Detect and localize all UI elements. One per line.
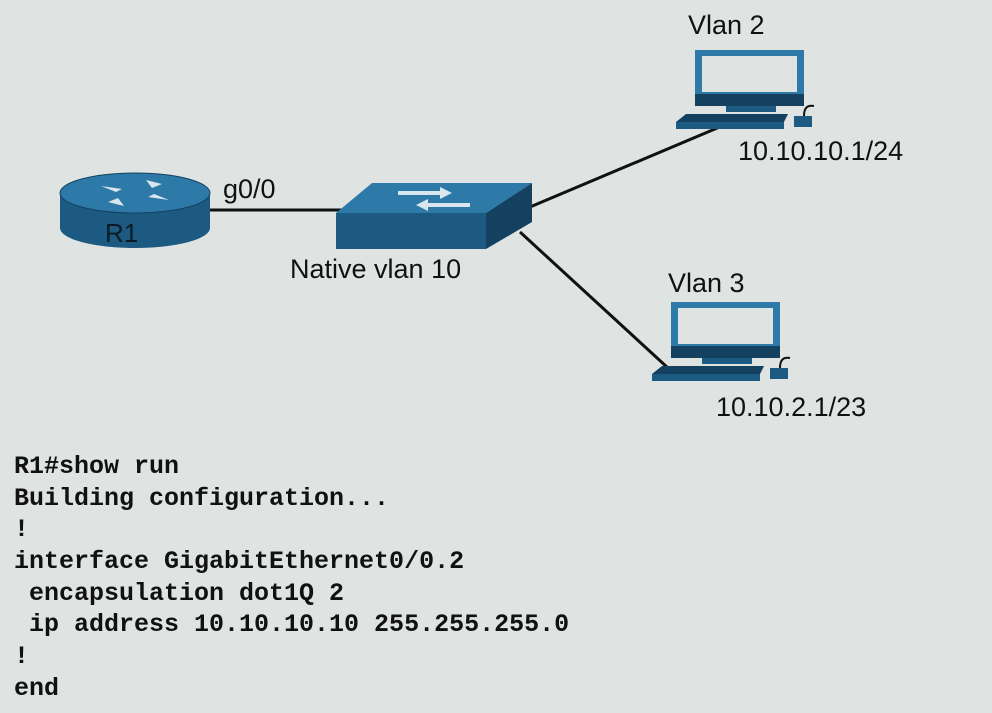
- switch-native-vlan-label: Native vlan 10: [290, 254, 462, 284]
- cli-config-output: R1#show run Building configuration... ! …: [14, 451, 569, 705]
- vlan2-ip-address: 10.10.10.1/24: [738, 136, 904, 166]
- cli-line: ip address 10.10.10.10 255.255.255.0: [14, 610, 570, 640]
- cli-line: Building configuration...: [14, 483, 390, 513]
- link-switch-to-vlan2: [529, 124, 723, 209]
- workstation-icon: [676, 50, 815, 129]
- workstation-icon: [652, 302, 791, 381]
- cli-line: !: [14, 642, 30, 672]
- switch-icon: [336, 183, 532, 249]
- link-switch-to-vlan3: [518, 230, 670, 370]
- cli-line: interface GigabitEthernet0/0.2: [14, 547, 465, 577]
- cli-line: encapsulation dot1Q 2: [14, 578, 345, 608]
- router-interface-label: g0/0: [223, 174, 276, 204]
- cli-line: R1#show run: [14, 452, 180, 481]
- vlan3-title: Vlan 3: [668, 268, 745, 298]
- vlan3-ip-address: 10.10.2.1/23: [716, 392, 867, 422]
- cli-line: end: [14, 673, 60, 703]
- vlan2-title: Vlan 2: [688, 10, 765, 40]
- router-name-label: R1: [105, 218, 139, 248]
- cli-line: !: [14, 515, 30, 545]
- router-icon: [59, 172, 211, 248]
